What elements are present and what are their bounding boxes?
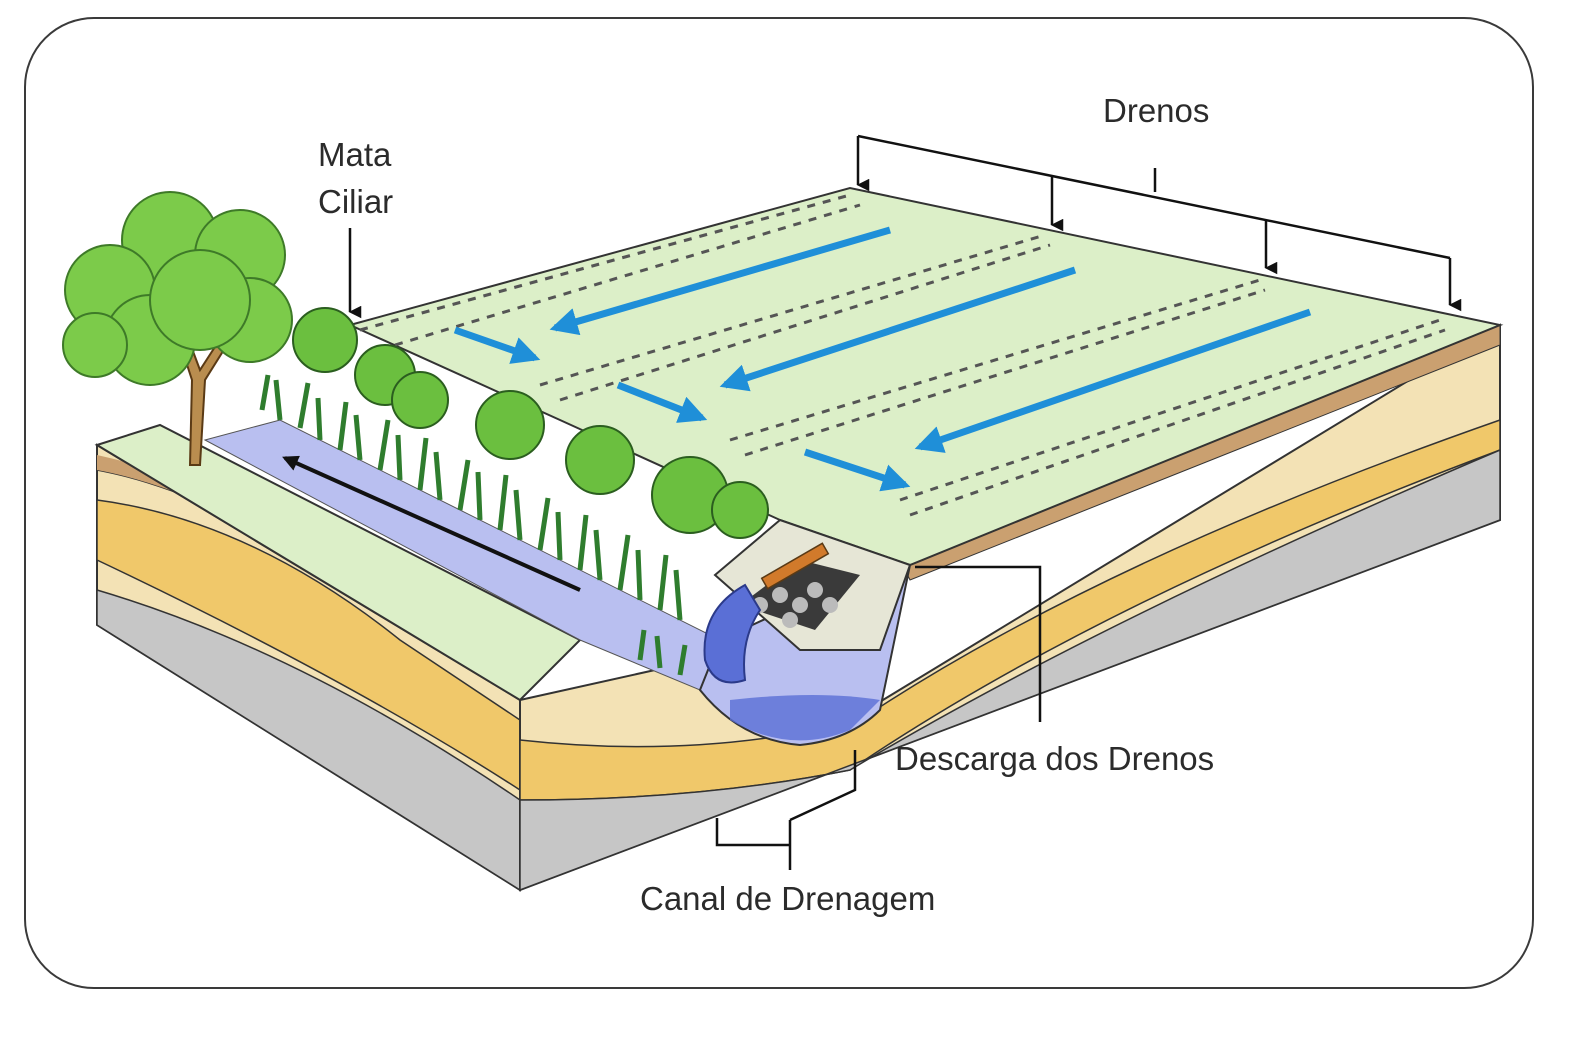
channel-flow-arrow (282, 455, 581, 592)
label-descarga: Descarga dos Drenos (895, 740, 1214, 777)
soil-block (96, 323, 1501, 892)
grass-icon (259, 374, 688, 676)
water-discharge-icon (703, 583, 762, 684)
drain-lines (359, 193, 1446, 517)
descarga-callout (915, 565, 1042, 722)
label-mata-ciliar-line2: Ciliar (318, 183, 393, 220)
label-canal: Canal de Drenagem (640, 880, 935, 917)
canal-bracket (715, 750, 857, 870)
drenos-callout (856, 134, 1462, 312)
tree-icon (62, 191, 293, 466)
label-drenos: Drenos (1103, 92, 1209, 129)
bedrock-left-band (96, 588, 521, 892)
label-mata-ciliar-line1: Mata (318, 136, 392, 173)
shrub-icon (292, 307, 769, 539)
flow-arrows (453, 226, 1312, 492)
